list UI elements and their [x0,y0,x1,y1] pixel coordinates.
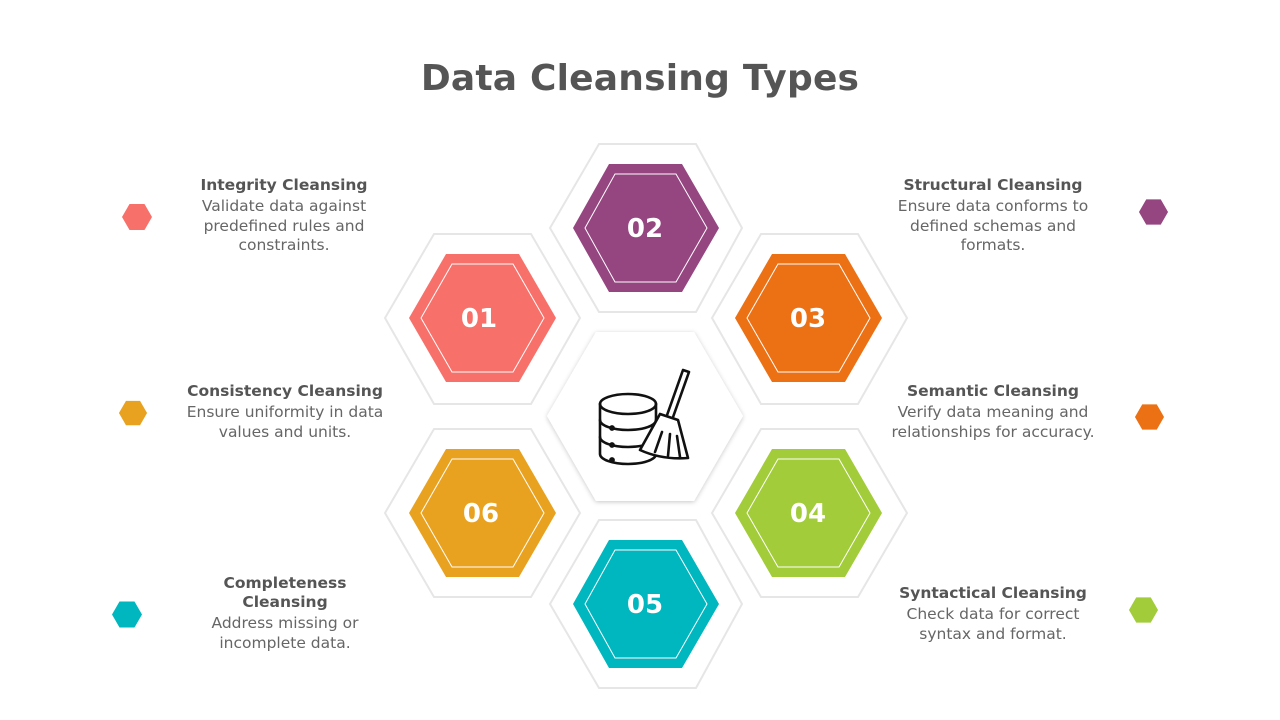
item-heading: Consistency Cleansing [187,382,383,400]
hexagon-05: 05 [548,519,744,689]
item-semantic: Semantic Cleansing Verify data meaning a… [883,382,1103,442]
hexagon-01: 01 [383,233,582,405]
marker-structural [1138,199,1169,225]
item-completeness: Completeness Cleansing Address missing o… [195,574,375,653]
item-description: Address missing or incomplete data. [211,614,359,652]
item-heading: Syntactical Cleansing [899,584,1087,602]
database-broom-icon [598,368,691,466]
hexagon-02: 02 [548,143,744,313]
hexagon-04: 04 [710,428,909,598]
marker-semantic [1134,404,1165,430]
item-heading: Completeness Cleansing [223,574,347,611]
item-structural: Structural Cleansing Ensure data conform… [883,176,1103,256]
item-description: Verify data meaning and relationships fo… [891,403,1095,441]
center-hexagon [547,332,743,501]
hexagon-03: 03 [710,233,909,405]
marker-consistency [118,400,148,426]
hexagon-01-number: 01 [461,304,497,334]
item-description: Ensure uniformity in data values and uni… [186,403,384,441]
item-consistency: Consistency Cleansing Ensure uniformity … [175,382,395,442]
item-heading: Semantic Cleansing [907,382,1079,400]
item-heading: Integrity Cleansing [200,176,368,194]
hexagon-05-number: 05 [627,590,663,620]
hexagon-06-number: 06 [463,499,499,529]
marker-completeness [112,601,142,628]
item-description: Validate data against predefined rules a… [201,197,367,254]
marker-syntactical [1128,597,1159,623]
hexagon-02-number: 02 [627,214,663,244]
item-integrity: Integrity Cleansing Validate data agains… [174,176,394,256]
item-heading: Structural Cleansing [903,176,1083,194]
item-description: Ensure data conforms to defined schemas … [897,197,1089,254]
item-syntactical: Syntactical Cleansing Check data for cor… [883,584,1103,644]
item-description: Check data for correct syntax and format… [906,605,1080,643]
marker-integrity [122,204,152,230]
hexagon-06: 06 [383,428,582,598]
hexagon-03-number: 03 [790,304,826,334]
hexagon-04-number: 04 [790,499,826,529]
page-title: Data Cleansing Types [420,58,860,99]
